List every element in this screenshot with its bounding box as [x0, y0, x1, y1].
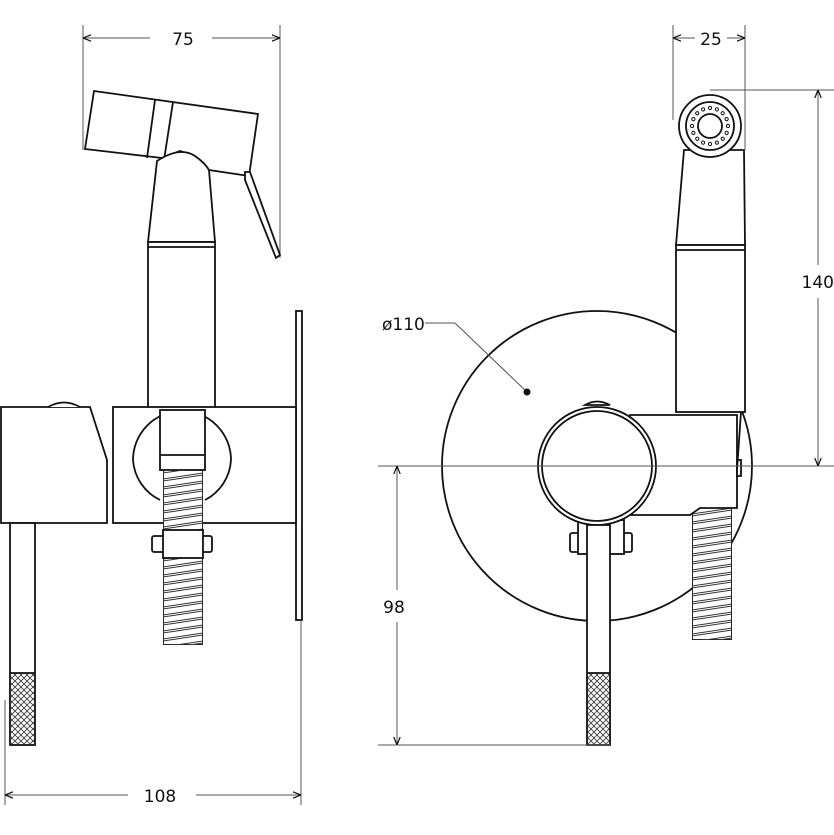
side-view: 75 108 — [0, 25, 303, 807]
lever-block-side — [0, 406, 108, 524]
hose-ridge — [692, 611, 732, 621]
spray-hole — [691, 130, 696, 135]
hose-ridge — [163, 470, 187, 474]
hose-ridge — [163, 472, 203, 482]
hose-ridge — [692, 555, 732, 565]
hose-ridge — [692, 515, 732, 525]
handset-front — [675, 94, 746, 413]
spray-hole — [720, 136, 725, 141]
spray-hole — [720, 111, 725, 116]
hose-ridge — [692, 627, 732, 637]
hose-ridge — [692, 531, 732, 541]
hose-ridge — [163, 584, 203, 594]
hose-ridge — [692, 507, 732, 517]
front-view: ø110 25 — [378, 25, 834, 746]
hose-ridge — [163, 480, 203, 490]
hose-ridge — [692, 587, 732, 597]
spray-hole — [701, 107, 706, 112]
hose-ridge — [692, 571, 732, 581]
hose-ridge — [692, 539, 732, 549]
dim-140-label: 140 — [802, 273, 834, 293]
handset-side — [83, 89, 282, 411]
hose-ridge — [163, 632, 203, 642]
dim-108-label: 108 — [144, 787, 176, 807]
hose-ridge — [172, 640, 203, 645]
hose-ridge — [163, 504, 203, 514]
spray-hole — [714, 140, 719, 145]
hose-side — [163, 470, 203, 657]
spray-hole — [714, 107, 719, 112]
spray-hole — [691, 117, 696, 122]
hose-ridge — [692, 523, 732, 533]
hose-ridge — [163, 512, 203, 522]
spray-hole — [707, 141, 713, 147]
hose-ridge — [692, 619, 732, 629]
hose-ridge — [163, 624, 203, 634]
spray-hole — [695, 111, 700, 116]
hose-ridge — [692, 644, 732, 652]
spray-hole — [724, 130, 729, 135]
spray-hole — [724, 117, 729, 122]
hose-ridge — [163, 488, 203, 498]
spray-hole — [725, 123, 731, 129]
hose-ridge — [163, 649, 203, 657]
hose-ridge — [692, 579, 732, 589]
spray-hole — [689, 123, 695, 129]
hose-ridge — [163, 568, 203, 578]
hose-ridge — [692, 595, 732, 605]
spray-hole — [701, 140, 706, 145]
hose-ridge — [163, 600, 203, 610]
spray-hole — [707, 105, 713, 111]
hose-ridge — [163, 576, 203, 586]
dim-110-label: ø110 — [382, 315, 425, 335]
spray-hole — [695, 136, 700, 141]
hose-ridge — [163, 520, 203, 530]
hose-front — [692, 505, 732, 652]
hose-ridge — [692, 563, 732, 573]
dim-75-label: 75 — [172, 30, 194, 50]
hose-ridge — [701, 635, 732, 640]
hose-ridge — [163, 560, 203, 570]
dim-25-label: 25 — [700, 30, 722, 50]
hose-ridge — [163, 608, 203, 618]
hose-ridge — [163, 616, 203, 626]
hose-ridge — [692, 547, 732, 557]
hose-ridge — [163, 496, 203, 506]
hose-ridge — [692, 603, 732, 613]
dim-98-label: 98 — [383, 598, 405, 618]
hose-ridge — [163, 592, 203, 602]
